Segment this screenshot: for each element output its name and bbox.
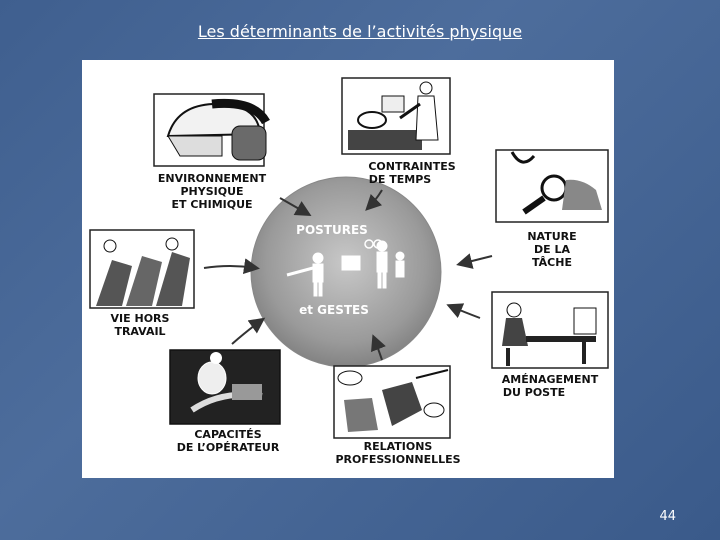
label-relations-1: RELATIONS: [364, 440, 433, 453]
label-environnement-1: ENVIRONNEMENT: [158, 172, 267, 185]
label-contraintes-1: CONTRAINTES: [368, 160, 455, 173]
label-nature-3: TÂCHE: [532, 256, 572, 269]
arrow-workstation: [446, 303, 481, 319]
determinants-diagram: POSTURES et GESTES ENVIRONNEMENT PHYSIQU…: [82, 60, 614, 478]
time-constraints-illustration: [341, 77, 451, 155]
label-amenagement-2: DU POSTE: [503, 386, 565, 399]
center-label-gestes: et GESTES: [299, 303, 369, 317]
arrow-relations: [371, 334, 386, 361]
arrow-capacity: [231, 317, 266, 345]
label-nature-1: NATURE: [527, 230, 576, 243]
diagram-canvas: POSTURES et GESTES ENVIRONNEMENT PHYSIQU…: [89, 77, 609, 466]
arrow-task: [456, 253, 493, 269]
label-capacites-1: CAPACITÉS: [194, 428, 261, 441]
slide-title: Les déterminants de l’activités physique: [197, 22, 523, 41]
professional-relations-illustration: [333, 365, 451, 439]
label-capacites-2: DE L’OPÉRATEUR: [177, 441, 280, 454]
arrow-offwork: [203, 258, 260, 275]
arrows: [203, 189, 493, 361]
page-number: 44: [659, 509, 676, 524]
center-label-postures: POSTURES: [296, 223, 368, 237]
center-circle: POSTURES et GESTES: [250, 176, 442, 368]
off-work-life-illustration: [89, 229, 195, 309]
workstation-layout-illustration: [491, 291, 609, 369]
task-nature-illustration: [495, 149, 609, 223]
label-vie-1: VIE HORS: [111, 312, 170, 325]
label-vie-2: TRAVAIL: [114, 325, 165, 338]
arrow-time: [365, 189, 383, 211]
label-amenagement-1: AMÉNAGEMENT: [502, 373, 599, 386]
label-nature-2: DE LA: [534, 243, 570, 256]
environment-illustration: [153, 93, 270, 167]
label-relations-2: PROFESSIONNELLES: [335, 453, 460, 466]
people-figures-icon: [286, 239, 405, 297]
operator-capacity-illustration: [169, 349, 281, 425]
arrow-environment: [279, 197, 312, 216]
label-environnement-2: PHYSIQUE: [180, 185, 243, 198]
label-environnement-3: ET CHIMIQUE: [171, 198, 252, 211]
label-contraintes-2: DE TEMPS: [369, 173, 432, 186]
